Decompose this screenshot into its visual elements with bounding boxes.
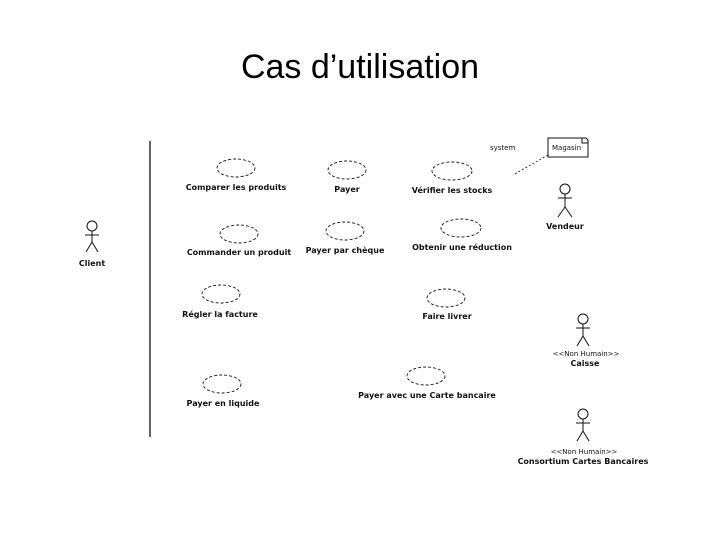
actor-client[interactable]: Client [79,220,105,268]
actor-label: Client [79,259,105,268]
package-magasin: Magasin [547,137,589,158]
use-case-ellipse [440,218,482,238]
use-case-ellipse [325,221,365,241]
use-case-ellipse [406,366,446,386]
use-case-reduction[interactable]: Obtenir une réduction [412,218,512,252]
use-case-label: Comparer les produits [186,183,287,192]
use-case-label: Commander un produit [187,248,292,257]
slide-title: Cas d’utilisation [240,48,480,86]
use-case-label: Faire livrer [422,312,471,321]
use-case-ellipse [327,160,367,180]
actor-caisse[interactable]: <<Non Humain>> Caisse [553,313,620,368]
use-case-regler[interactable]: Régler la facture [182,284,258,319]
actor-stereotype: <<Non Humain>> [553,350,620,358]
actor-label: Vendeur [546,222,584,231]
use-case-label: Régler la facture [182,309,258,319]
use-case-ellipse [431,161,473,181]
package-dependency-line [512,154,549,176]
actor-label: Caisse [571,359,601,368]
use-case-carte[interactable]: Payer avec une Carte bancaire [358,366,496,400]
use-case-label: Vérifier les stocks [412,185,493,195]
use-case-ellipse [426,288,466,308]
use-case-ellipse [202,374,242,394]
use-case-label: Payer en liquide [187,399,260,408]
actor-stereotype: <<Non Humain>> [551,448,618,456]
actor-consortium[interactable]: <<Non Humain>> Consortium Cartes Bancair… [518,408,649,466]
stick-figure-icon [576,313,590,347]
use-case-label: Payer [334,185,359,194]
use-case-ellipse [219,224,259,244]
use-case-livrer[interactable]: Faire livrer [422,288,472,321]
use-case-label: Obtenir une réduction [412,242,512,252]
use-case-payer-cheque[interactable]: Payer par chèque [306,221,385,255]
actor-vendeur[interactable]: Vendeur [546,183,584,231]
stick-figure-icon [85,220,99,253]
use-case-verifier[interactable]: Vérifier les stocks [412,161,493,195]
use-case-comparer[interactable]: Comparer les produits [186,158,287,192]
use-case-payer[interactable]: Payer [327,160,367,194]
use-case-ellipse [216,158,256,178]
use-case-ellipse [201,284,241,304]
actor-label: Consortium Cartes Bancaires [518,457,649,466]
stick-figure-icon [557,183,573,218]
use-case-label: Payer avec une Carte bancaire [358,391,496,400]
use-case-commander[interactable]: Commander un produit [187,224,292,257]
use-case-label: Payer par chèque [306,245,385,255]
stick-figure-icon [576,408,590,442]
system-label: system [490,144,515,152]
use-case-liquide[interactable]: Payer en liquide [187,374,260,408]
package-label: Magasin [552,144,581,152]
